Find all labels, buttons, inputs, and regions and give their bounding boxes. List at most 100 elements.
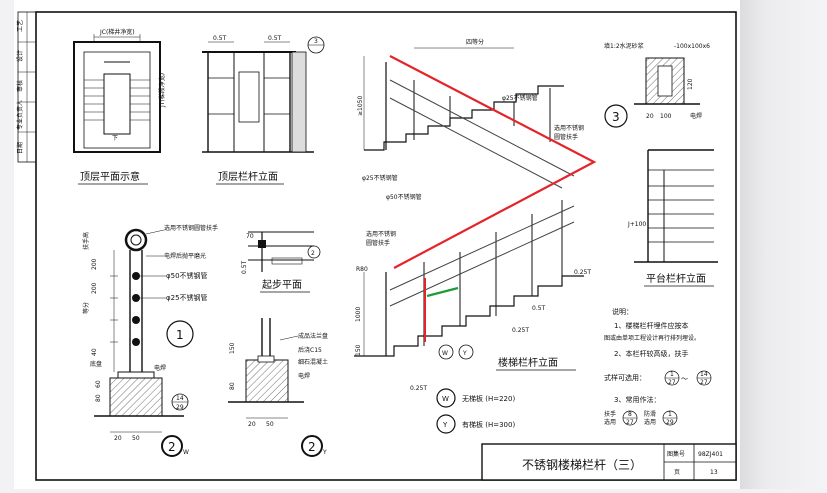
note-3-b-bot: 29	[666, 419, 674, 426]
legend-y-text: 有梯板 (H=300)	[462, 420, 515, 429]
d2y-callout-num: 2	[308, 440, 316, 454]
sheet-border	[35, 11, 737, 481]
detail-1-callout	[166, 320, 194, 348]
note-3-b-top: 1	[668, 411, 672, 418]
note-2-ref1-bot: 27	[668, 379, 676, 386]
top-elevation-view: 0.5T 0.5T 3 顶层栏杆立面	[202, 35, 325, 185]
stair-dim-05t: 0.5T	[532, 305, 546, 312]
d1-callout-num: 1	[176, 328, 184, 342]
top-elev-dim-b: 0.5T	[268, 35, 282, 42]
green-panel-markup	[426, 286, 459, 298]
page-number: 13	[710, 469, 718, 476]
stair-dim-025t-b: 0.25T	[512, 327, 529, 334]
d1-dim-hand: 扶手高	[82, 232, 90, 250]
legend-w-text: 无梯板 (H=220)	[462, 394, 515, 403]
note-2b: 式样可选用：	[604, 373, 646, 382]
stair-dim-1050: ≥1050	[357, 96, 364, 116]
d1-dim-eq: 等分	[82, 302, 90, 314]
stair-elev-title: 楼梯栏杆立面	[498, 356, 558, 369]
d2w-ref2: 29	[176, 404, 184, 411]
stair-note-phi25-b: φ25不锈钢管	[362, 174, 398, 182]
top-elev-title: 顶层栏杆立面	[218, 170, 278, 183]
note-2-ref2-bot: 27	[700, 379, 708, 386]
stair-dim-1000: 1000	[355, 307, 362, 322]
detail-3: 填1:2水泥砂浆 -100x100x6 电焊 100 20 120 3	[604, 42, 710, 128]
stair-note-handrail-b: 选用不锈钢	[366, 230, 396, 238]
legend-w-letter: W	[442, 395, 449, 403]
d2w-dim-60: 60	[95, 380, 102, 388]
d1-note-4: φ25不锈钢管	[166, 293, 208, 302]
note-3-a-bot: 27	[626, 419, 634, 426]
d3-callout-num: 3	[612, 110, 620, 124]
stair-dim-4t: 四等分	[466, 38, 484, 46]
stair-note-phi50: φ50不锈钢管	[386, 193, 422, 201]
d2w-callout-sub: W	[183, 449, 189, 456]
d1-dim-200a: 200	[91, 258, 98, 270]
d2w-callout-num: 2	[168, 440, 176, 454]
d2y-dim-150: 150	[229, 342, 236, 354]
d1-dim-200b: 200	[91, 282, 98, 294]
stair-callout-w: W	[442, 350, 448, 357]
d2w-dim-80: 80	[95, 394, 102, 402]
start-callout: 2	[311, 250, 315, 257]
stair-dim-r80: R80	[356, 266, 368, 273]
d2w-dim-50: 50	[132, 435, 140, 442]
stamp-3: 审核	[16, 80, 24, 92]
d2y-dim-80: 80	[229, 382, 236, 390]
start-plan-view: 70 0.5T 2 起步平面	[241, 231, 321, 293]
stamp-4: 专业负责人	[16, 100, 24, 130]
d2y-dim-20: 20	[248, 421, 256, 428]
d1-note-1: 选用不锈钢圆管扶手	[164, 224, 218, 232]
title-block: 不锈钢楼梯栏杆（三） 图集号 98ZJ401 页 13	[481, 443, 737, 481]
d2y-note-3: 细石混凝土	[298, 358, 328, 366]
note-3-b2: 选用	[644, 418, 656, 426]
note-2-tilde: ～	[681, 375, 688, 383]
note-1b: 图或由单项工程设计再行排列埋设。	[604, 334, 700, 342]
red-handrail-markup	[389, 55, 597, 269]
detail-2y: 成品法兰盘 后浇C15 细石混凝土 电焊 150 80 20 50 2 Y	[228, 318, 328, 457]
legend: W 无梯板 (H=220) Y 有梯板 (H=300)	[436, 388, 515, 434]
stair-elevation-view: ≥1050 四等分 1000 150 R80 0.25T 0.25T 0.25T…	[354, 38, 597, 392]
d1-dim-40: 40	[91, 348, 98, 356]
d2w-dim-20: 20	[114, 435, 122, 442]
note-1a: 1、楼梯栏杆埋件应按本	[614, 321, 688, 330]
note-2a: 2、本栏杆较高级，扶手	[614, 349, 688, 358]
d2w-weld: 电焊	[154, 364, 166, 372]
stair-note-handrail: 选用不锈钢	[554, 124, 584, 132]
top-plan-view: JC(梯井净宽) JT(梯段净宽) 下 顶层平面示意	[73, 28, 166, 185]
note-3-a-top: 8	[628, 411, 632, 418]
detail-2y-callout	[301, 435, 323, 457]
d3-dim-20: 20	[646, 113, 654, 120]
d2w-base: 底盘	[90, 360, 102, 368]
start-dim-70: 70	[246, 233, 254, 240]
d2y-note-4: 电焊	[298, 372, 310, 380]
d2y-note-2: 后浇C15	[298, 346, 322, 354]
atlas-number: 98ZJ401	[698, 451, 723, 458]
top-elev-dim-a: 0.5T	[213, 35, 227, 42]
side-stamp: 工艺 设计 审核 专业负责人 日期	[16, 11, 37, 163]
stair-note-phi25: φ25不锈钢管	[502, 94, 538, 102]
platform-elevation-view: J+100 平台栏杆立面	[627, 149, 718, 287]
top-plan-width-label: JC(梯井净宽)	[99, 28, 135, 36]
detail-2w-callout	[161, 435, 183, 457]
d3-dim-120: 120	[687, 78, 694, 90]
stair-note-handrail-b2: 圆管扶手	[366, 239, 390, 247]
d1-note-3: φ50不锈钢管	[166, 271, 208, 280]
start-plan-title: 起步平面	[262, 279, 302, 291]
notes-heading: 说明：	[612, 307, 633, 316]
start-dim-05t: 0.5T	[241, 260, 248, 274]
top-plan-side-label: JT(梯段净宽)	[158, 73, 166, 108]
platform-dim-jt: J+100	[627, 221, 646, 228]
note-3: 3、常用作法：	[614, 395, 660, 404]
drawing-canvas: 工艺 设计 审核 专业负责人 日期 JC(梯井净宽) JT(梯段净宽) 下 顶层…	[16, 11, 737, 481]
d3-note-2: -100x100x6	[674, 43, 710, 50]
d2w-ref: 14	[176, 395, 184, 402]
legend-y-letter: Y	[442, 421, 448, 429]
stair-note-handrail2: 圆管扶手	[554, 133, 578, 141]
d2y-callout-sub: Y	[322, 449, 327, 456]
d3-dim-100: 100	[660, 113, 672, 120]
top-plan-title: 顶层平面示意	[80, 170, 140, 183]
detail-3-callout	[604, 104, 628, 128]
page-edge-shadow	[740, 0, 827, 489]
note-3-a2: 选用	[604, 418, 616, 426]
